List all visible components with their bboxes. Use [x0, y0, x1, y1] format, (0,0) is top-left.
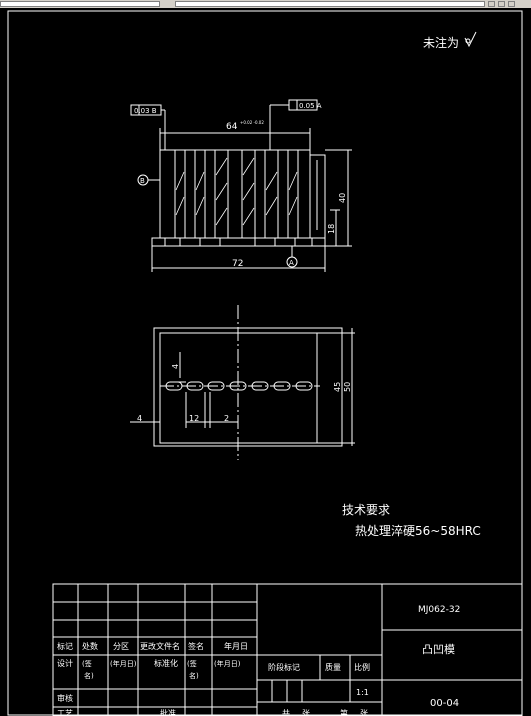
datum-b-label: B — [140, 177, 145, 185]
sign-paren-1: (签 — [82, 659, 92, 668]
datum-a-label: A — [289, 259, 294, 267]
label-sign: 签名 — [188, 641, 204, 651]
toolbar-field-left[interactable] — [0, 1, 160, 7]
roughness-symbol-icon — [464, 31, 477, 48]
label-process: 工艺 — [57, 709, 73, 716]
label-approve: 批准 — [160, 708, 176, 716]
flatness-frame — [130, 104, 166, 150]
label-stage-mark: 阶段标记 — [268, 662, 300, 672]
tech-req-line1: 热处理淬硬56~58HRC — [355, 523, 481, 538]
punch-base — [151, 237, 326, 247]
sheet-number: 00-04 — [430, 698, 459, 709]
label-sheets-2: 张 — [360, 709, 368, 716]
label-date: 年月日 — [224, 641, 248, 651]
name-paren-1: 名) — [84, 671, 94, 680]
punch-slot-row — [165, 381, 313, 391]
label-design: 设计 — [57, 658, 73, 668]
title-block — [52, 583, 523, 716]
dim-2-text: 2 — [224, 414, 229, 423]
tech-req-title: 技术要求 — [342, 503, 390, 517]
label-total: 共 — [282, 709, 290, 716]
dim-64-tolerance: +0.02 -0.02 — [240, 120, 264, 125]
window-top-bar — [0, 0, 531, 8]
dim-72-text: 72 — [232, 259, 243, 269]
part-name: 凸凹模 — [422, 643, 455, 656]
label-change-doc: 更改文件名 — [140, 641, 180, 651]
close-icon[interactable] — [508, 1, 515, 7]
label-mark: 标记 — [57, 641, 73, 651]
dim-4-vert-text: 4 — [171, 364, 180, 369]
base-notches — [164, 238, 313, 246]
name-paren-2: 名) — [189, 671, 199, 680]
dim-45-text: 45 — [333, 382, 342, 392]
section-hatch — [175, 157, 298, 226]
date-paren-1: (年月日) — [110, 659, 137, 668]
label-sheet-idx: 第 — [340, 708, 348, 716]
drawing-border — [7, 10, 523, 716]
dim-50-text: 50 — [343, 382, 352, 392]
label-weight: 质量 — [325, 662, 341, 672]
label-sheets-1: 张 — [302, 709, 310, 716]
slot-lines — [174, 150, 299, 238]
dim-12-text: 12 — [189, 414, 199, 423]
dim-40-text: 40 — [338, 193, 347, 203]
label-scale: 比例 — [354, 662, 370, 672]
scale-value: 1:1 — [356, 688, 369, 697]
date-paren-2: (年月日) — [214, 659, 241, 668]
top-view — [130, 305, 355, 460]
flatness-value: 0.03 B — [134, 107, 157, 115]
drawing-number: MJ062-32 — [418, 605, 460, 615]
label-count: 处数 — [82, 641, 98, 651]
dim-18-text: 18 — [327, 224, 336, 234]
dim-64-text: 64 — [226, 122, 238, 132]
parallelism-frame — [269, 99, 318, 150]
restore-icon[interactable] — [498, 1, 505, 7]
toolbar-field-right[interactable] — [175, 1, 485, 7]
roughness-note: 未注为 — [423, 35, 459, 50]
label-zone: 分区 — [113, 642, 129, 651]
label-review: 审核 — [57, 693, 73, 703]
minimize-icon[interactable] — [488, 1, 495, 7]
sign-paren-2: (签 — [187, 659, 197, 668]
label-standardize: 标准化 — [154, 658, 178, 668]
front-view — [130, 99, 352, 272]
parallelism-value: 0.05 A — [299, 102, 322, 110]
dim-4-horiz-text: 4 — [137, 414, 142, 423]
